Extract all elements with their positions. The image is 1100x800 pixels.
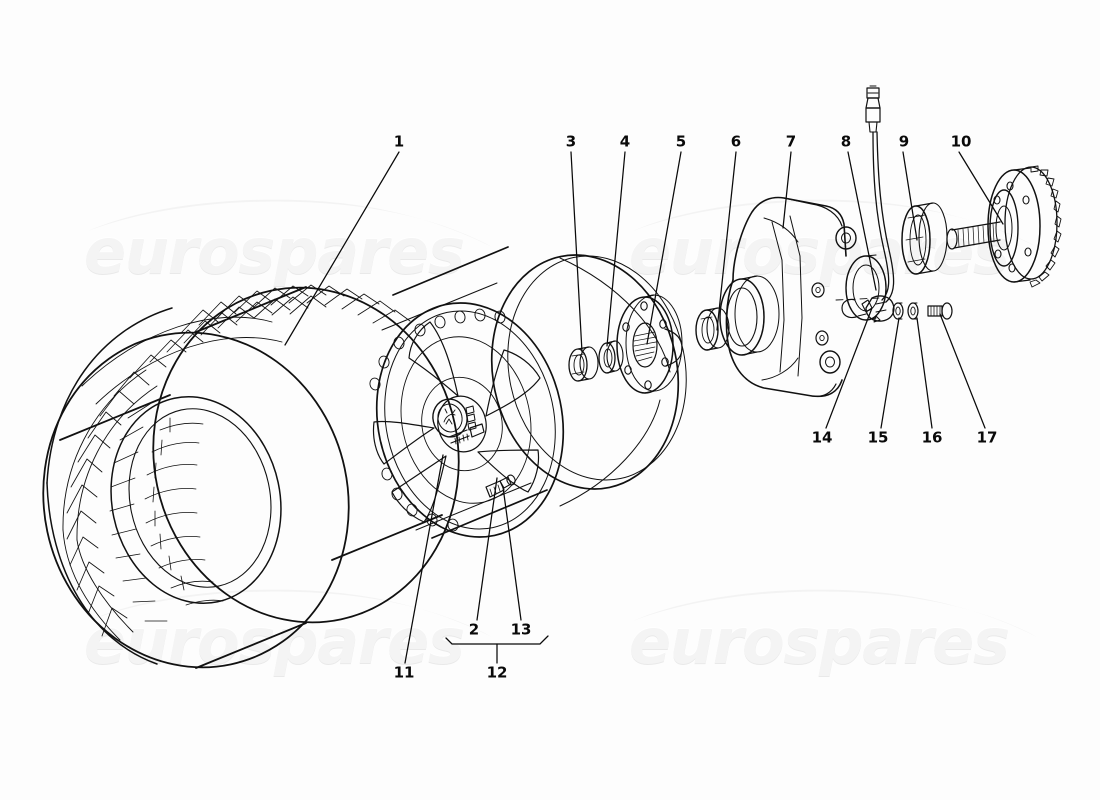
leader-9 — [902, 151, 918, 241]
leader-4 — [606, 151, 626, 347]
leader-3 — [570, 151, 583, 353]
callout-5[interactable]: 5 — [675, 132, 687, 151]
callout-3[interactable]: 3 — [565, 132, 577, 151]
callout-16[interactable]: 16 — [921, 428, 943, 447]
part-wheel-rim — [369, 246, 687, 539]
leader-14 — [825, 307, 873, 429]
callout-12[interactable]: 12 — [486, 663, 508, 682]
callout-1[interactable]: 1 — [393, 132, 405, 151]
callout-10[interactable]: 10 — [950, 132, 972, 151]
leader-1 — [284, 151, 400, 346]
part-spacer-sleeve — [568, 346, 599, 382]
callout-2[interactable]: 2 — [468, 620, 480, 639]
part-wheel-hub-flange — [616, 294, 683, 394]
part-drive-shaft-stub — [946, 165, 1062, 288]
callout-15[interactable]: 15 — [867, 428, 889, 447]
part-sensor-bracket — [841, 298, 881, 323]
leader-2 — [476, 477, 498, 621]
leader-6 — [716, 151, 737, 331]
leader-5 — [646, 151, 682, 345]
part-spacer-ring — [598, 340, 624, 374]
leader-lines — [284, 151, 1004, 664]
leader-11 — [404, 454, 444, 664]
part-bearing-seal-ring — [695, 307, 730, 351]
callout-13[interactable]: 13 — [510, 620, 532, 639]
callout-14[interactable]: 14 — [811, 428, 833, 447]
part-wheel-centre-cap — [432, 398, 477, 438]
part-lock-washer-16 — [907, 302, 919, 320]
callout-17[interactable]: 17 — [976, 428, 998, 447]
callout-6[interactable]: 6 — [730, 132, 742, 151]
callout-9[interactable]: 9 — [898, 132, 910, 151]
leader-10 — [958, 151, 1004, 225]
part-washer-15 — [892, 302, 904, 320]
callout-brace — [445, 635, 549, 645]
part-tire — [42, 284, 460, 669]
leader-8 — [847, 151, 877, 291]
leader-15 — [880, 317, 900, 429]
part-bearing-outer-race — [901, 202, 948, 275]
callout-11[interactable]: 11 — [393, 663, 415, 682]
part-retaining-bolt-17 — [927, 302, 953, 320]
leader-13 — [502, 486, 522, 621]
callout-4[interactable]: 4 — [619, 132, 631, 151]
callout-7[interactable]: 7 — [785, 132, 797, 151]
callout-8[interactable]: 8 — [840, 132, 852, 151]
part-wheel-bolt — [448, 423, 485, 445]
part-abs-speed-sensor — [861, 85, 895, 322]
leader-16 — [916, 317, 933, 429]
bull-emblem-icon — [443, 408, 456, 425]
part-hub-carrier-upright — [719, 196, 887, 398]
leader-17 — [939, 313, 986, 429]
leader-7 — [782, 151, 792, 229]
